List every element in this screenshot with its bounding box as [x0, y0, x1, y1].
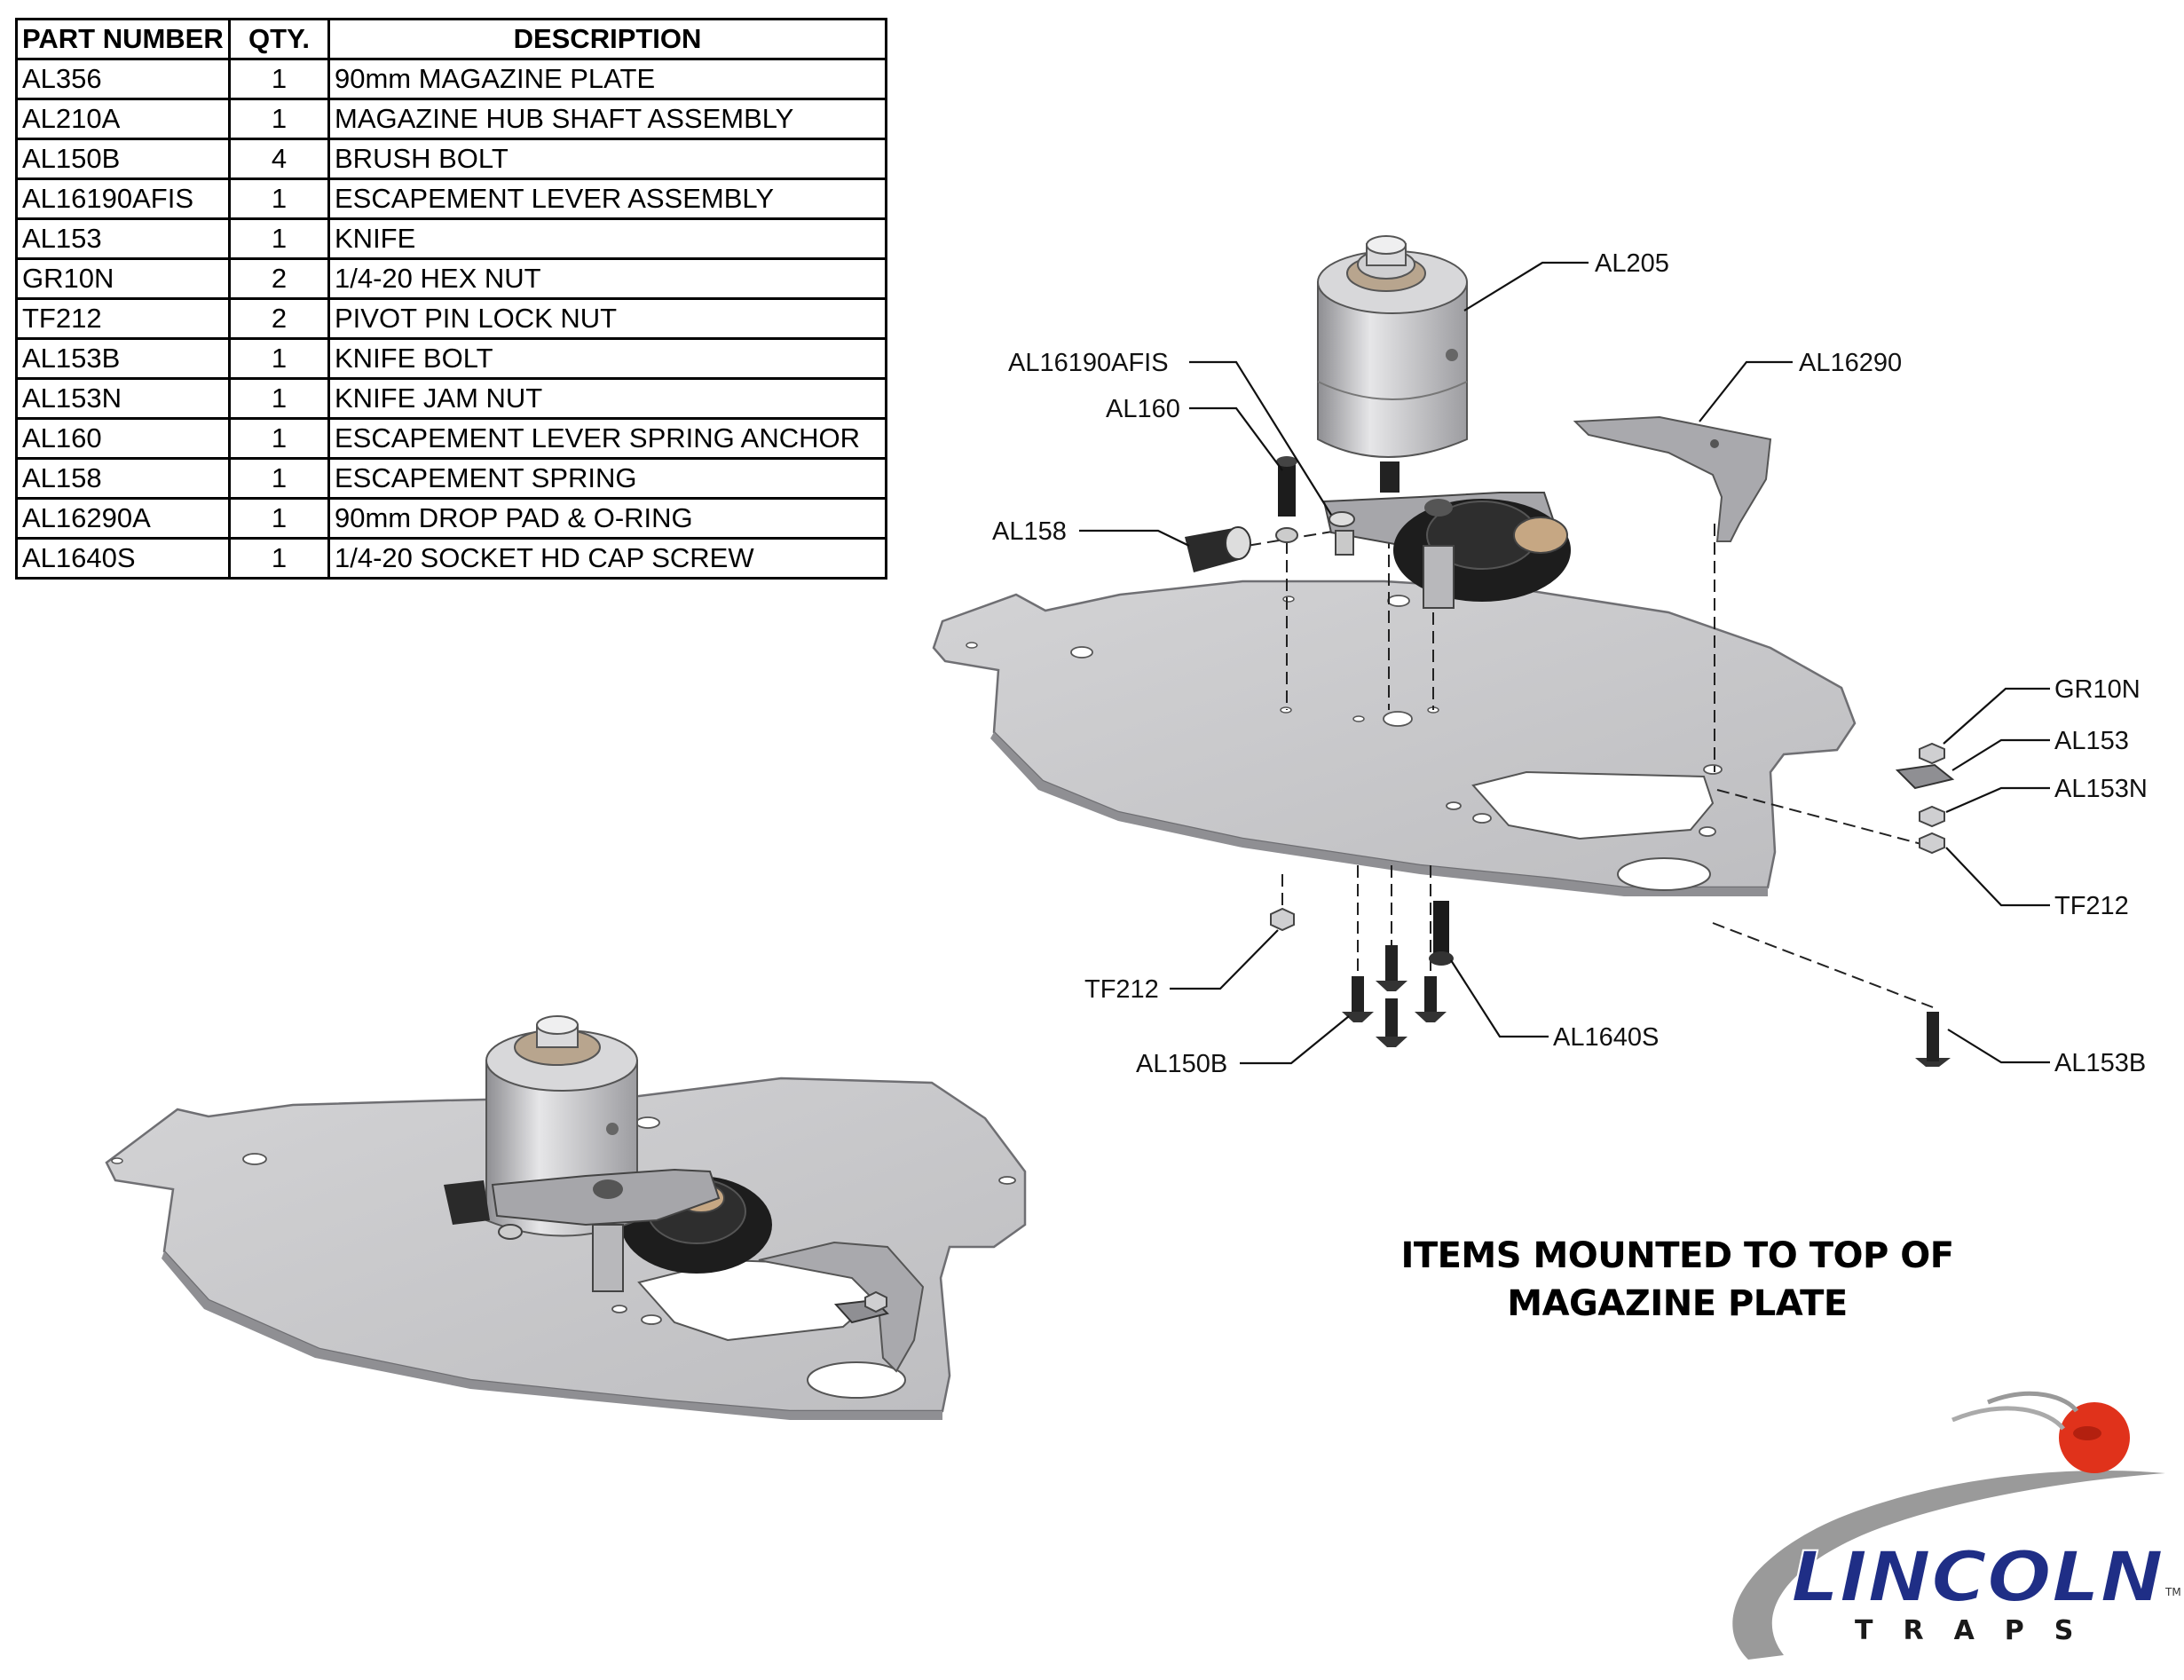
part-number-cell: AL16190AFIS	[15, 177, 231, 220]
description-header: DESCRIPTION	[327, 18, 887, 60]
escapement-spring-exploded	[1185, 526, 1251, 572]
qty-header: QTY.	[228, 18, 330, 60]
qty-cell: 1	[228, 177, 330, 220]
part-number-cell: AL16290A	[15, 497, 231, 540]
drop-pad-assembled	[758, 1241, 925, 1373]
part-number-cell: AL153	[15, 217, 231, 260]
qty-cell: 1	[228, 377, 330, 420]
spring-anchor-exploded	[1275, 456, 1298, 543]
parts-list-header-row: PART NUMBER QTY. DESCRIPTION	[15, 18, 887, 60]
qty-cell: 1	[228, 58, 330, 100]
description-cell: KNIFE BOLT	[327, 337, 887, 380]
caption-line-2: MAGAZINE PLATE	[1507, 1283, 1848, 1324]
description-cell: 90mm DROP PAD & O-RING	[327, 497, 887, 540]
part-number-cell: AL210A	[15, 98, 231, 140]
caption-line-1: ITEMS MOUNTED TO TOP OF	[1400, 1235, 1954, 1276]
qty-cell: 2	[228, 257, 330, 300]
callout-al153n: AL153N	[2054, 775, 2148, 803]
description-cell: KNIFE	[327, 217, 887, 260]
callout-al158: AL158	[992, 517, 1067, 546]
part-number-cell: AL160	[15, 417, 231, 460]
description-cell: 1/4-20 SOCKET HD CAP SCREW	[327, 537, 887, 580]
hub-shaft-assembly-exploded	[1317, 235, 1468, 493]
qty-cell: 1	[228, 417, 330, 460]
escapement-lever-exploded	[1322, 492, 1571, 609]
bottom-fasteners-exploded	[1270, 901, 1454, 1047]
callout-al205: AL205	[1595, 249, 1669, 278]
lincoln-traps-logo: LINCOLN TM TRAPS	[1732, 1391, 2181, 1660]
qty-cell: 2	[228, 297, 330, 340]
part-number-cell: AL153N	[15, 377, 231, 420]
description-cell: ESCAPEMENT LEVER SPRING ANCHOR	[327, 417, 887, 460]
exploded-view: AL205 AL16190AFIS AL160 AL158 AL16290 GR…	[932, 235, 2148, 1078]
description-cell: KNIFE JAM NUT	[327, 377, 887, 420]
callout-al150b: AL150B	[1136, 1050, 1227, 1078]
qty-cell: 4	[228, 138, 330, 180]
callout-al153b: AL153B	[2054, 1049, 2146, 1077]
callout-tf212-right: TF212	[2054, 892, 2129, 920]
part-number-cell: GR10N	[15, 257, 231, 300]
part-number-cell: AL1640S	[15, 537, 231, 580]
qty-cell: 1	[228, 337, 330, 380]
description-cell: BRUSH BOLT	[327, 138, 887, 180]
callout-al16290: AL16290	[1799, 349, 1902, 377]
logo-sub-text: TRAPS	[1855, 1615, 2103, 1646]
description-cell: 90mm MAGAZINE PLATE	[327, 58, 887, 100]
part-number-cell: TF212	[15, 297, 231, 340]
logo-brand-text: LINCOLN	[1791, 1538, 2164, 1618]
assembled-view	[105, 1015, 1027, 1420]
qty-cell: 1	[228, 457, 330, 500]
description-cell: 1/4-20 HEX NUT	[327, 257, 887, 300]
qty-cell: 1	[228, 497, 330, 540]
description-cell: PIVOT PIN LOCK NUT	[327, 297, 887, 340]
caption: ITEMS MOUNTED TO TOP OF MAGAZINE PLATE	[1358, 1232, 1997, 1328]
escapement-spring-assembled	[444, 1180, 490, 1225]
part-number-header: PART NUMBER	[15, 18, 231, 60]
callout-gr10n: GR10N	[2054, 675, 2141, 704]
callout-al160: AL160	[1106, 395, 1180, 423]
qty-cell: 1	[228, 217, 330, 260]
part-number-cell: AL153B	[15, 337, 231, 380]
part-number-cell: AL150B	[15, 138, 231, 180]
description-cell: ESCAPEMENT SPRING	[327, 457, 887, 500]
callout-al16190afis: AL16190AFIS	[1008, 349, 1169, 377]
description-cell: ESCAPEMENT LEVER ASSEMBLY	[327, 177, 887, 220]
callout-al1640s: AL1640S	[1553, 1023, 1659, 1052]
callout-leaders	[1079, 261, 2050, 1065]
qty-cell: 1	[228, 537, 330, 580]
drop-pad-exploded	[1573, 415, 1772, 542]
callout-tf212-left: TF212	[1084, 975, 1159, 1004]
description-cell: MAGAZINE HUB SHAFT ASSEMBLY	[327, 98, 887, 140]
callout-labels: AL205 AL16190AFIS AL160 AL158 AL16290 GR…	[992, 249, 2148, 1078]
part-number-cell: AL158	[15, 457, 231, 500]
knife-stack-exploded	[1895, 742, 1955, 1067]
qty-cell: 1	[228, 98, 330, 140]
part-number-cell: AL356	[15, 58, 231, 100]
callout-al153: AL153	[2054, 727, 2129, 755]
magazine-plate-exploded	[932, 580, 1857, 896]
logo-tm-mark: TM	[2164, 1586, 2181, 1598]
